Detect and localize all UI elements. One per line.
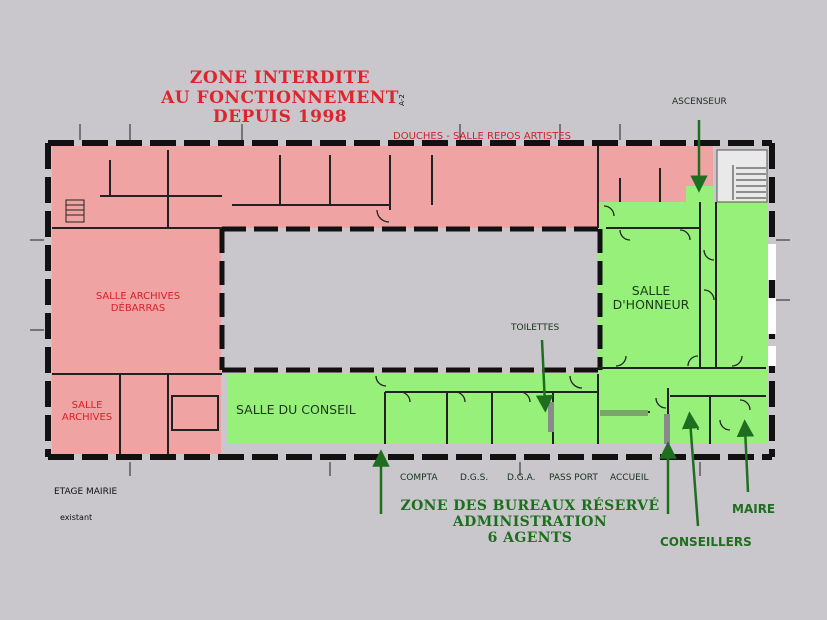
forbidden-title-line-3: DEPUIS 1998	[212, 107, 348, 128]
toilettes-label: TOILETTES	[511, 323, 560, 333]
salle-du-conseil-label: SALLE DU CONSEIL	[236, 402, 356, 417]
office-stair-landing	[686, 186, 713, 202]
archives-debarras-line-2: DÉBARRAS	[110, 302, 166, 314]
honneur-line-2: D'HONNEUR	[612, 297, 690, 313]
office-title-line-2: ADMINISTRATION	[452, 514, 608, 531]
partitions	[52, 146, 766, 454]
conseillers-arrow	[681, 411, 700, 527]
passport-label: PASS PORT	[549, 473, 598, 483]
archives-line-2: ARCHIVES	[61, 411, 113, 423]
plan-marker: A-2	[397, 94, 406, 106]
office-south-wing	[228, 374, 768, 444]
stairwell	[716, 149, 768, 203]
facade-ticks	[30, 124, 790, 476]
archives-line-1: SALLE	[71, 400, 103, 411]
outer-walls	[45, 140, 775, 460]
archives-label: SALLE ARCHIVES	[56, 400, 118, 423]
archives-debarras-label: SALLE ARCHIVES DÉBARRAS	[83, 291, 193, 314]
forbidden-west-wing	[52, 228, 221, 454]
forbidden-title-line-2: AU FONCTIONNEMENT	[161, 87, 399, 108]
forbidden-zone-title: ZONE INTERDITE AU FONCTIONNEMENT DEPUIS …	[150, 68, 410, 128]
maire-arrow	[736, 419, 755, 493]
compta-label: COMPTA	[400, 473, 438, 483]
ascenseur-label: ASCENSEUR	[672, 97, 727, 107]
honneur-line-1: SALLE	[631, 283, 671, 298]
callout-arrows	[372, 120, 755, 527]
courtyard-walls	[219, 226, 603, 373]
forbidden-title-line-1: ZONE INTERDITE	[189, 68, 371, 88]
forbidden-north-wing	[52, 146, 598, 228]
fixtures	[548, 402, 670, 444]
door-swings	[375, 205, 751, 431]
office-title-line-3: 6 AGENTS	[487, 530, 573, 547]
accueil-label: ACCUEIL	[610, 473, 649, 483]
archives-debarras-line-1: SALLE ARCHIVES	[95, 291, 181, 302]
dgs-label: D.G.S.	[460, 473, 489, 483]
maire-label: MAIRE	[732, 502, 776, 516]
office-zone-title: ZONE DES BUREAUX RÉSERVÉ ADMINISTRATION …	[390, 498, 670, 546]
toilettes-arrow	[535, 339, 554, 413]
status-label: existant	[60, 513, 93, 522]
conseillers-label: CONSEILLERS	[660, 535, 752, 549]
dga-label: D.G.A.	[507, 473, 536, 483]
east-windows	[768, 244, 776, 366]
corridor-label: DOUCHES - SALLE REPOS ARTISTES	[393, 131, 571, 142]
office-title-line-1: ZONE DES BUREAUX RÉSERVÉ	[400, 498, 660, 514]
west-stair	[65, 199, 85, 223]
salle-d-honneur-label: SALLE D'HONNEUR	[606, 283, 696, 313]
forbidden-zone	[52, 146, 713, 454]
floor-label: ETAGE MAIRIE	[54, 487, 118, 497]
